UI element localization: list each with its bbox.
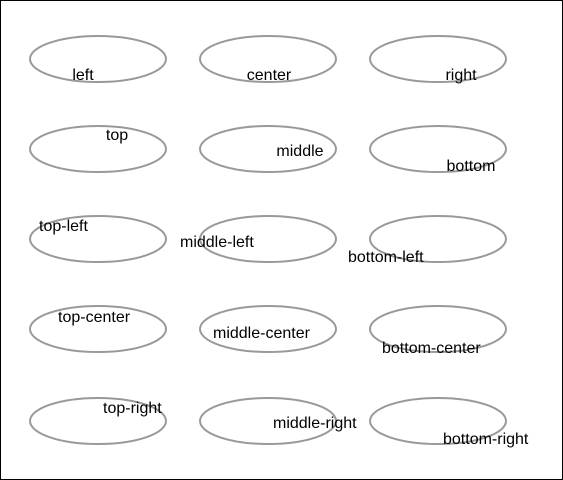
ellipse-shape	[369, 305, 507, 353]
ellipse-label-top-center: top-center	[58, 309, 131, 326]
ellipse-label-middle-left: middle-left	[180, 234, 254, 251]
ellipse-shape	[369, 215, 507, 263]
ellipse-label-top-right: top-right	[103, 400, 162, 417]
ellipse-label-middle: middle	[276, 143, 323, 160]
ellipse-label-top: top	[106, 127, 128, 144]
ellipse-shape	[29, 305, 167, 353]
ellipse-label-top-left: top-left	[39, 218, 88, 235]
ellipse-shape	[29, 125, 167, 173]
ellipse-shape	[199, 397, 337, 445]
ellipse-shape	[29, 215, 167, 263]
ellipse-label-bottom-left: bottom-left	[348, 249, 424, 266]
ellipse-shape	[199, 305, 337, 353]
ellipse-shape	[199, 125, 337, 173]
ellipse-shape	[369, 397, 507, 445]
ellipse-label-bottom-right: bottom-right	[443, 431, 529, 448]
ellipse-label-left: left	[72, 67, 94, 84]
ellipse-label-bottom-center: bottom-center	[382, 340, 481, 357]
ellipse-group	[29, 35, 507, 445]
ellipse-shape	[199, 35, 337, 83]
ellipse-label-right: right	[445, 67, 477, 84]
ellipse-shape	[369, 125, 507, 173]
ellipse-shape	[199, 215, 337, 263]
ellipse-shape	[29, 35, 167, 83]
ellipse-shape	[369, 35, 507, 83]
ellipse-label-middle-center: middle-center	[213, 325, 311, 342]
ellipse-label-bottom: bottom	[447, 158, 496, 175]
label-group: left center right top middle bottom top-left mi…	[39, 67, 529, 448]
ellipse-shape	[29, 397, 167, 445]
ellipse-label-middle-right: middle-right	[273, 415, 357, 432]
ellipse-label-center: center	[247, 67, 292, 84]
